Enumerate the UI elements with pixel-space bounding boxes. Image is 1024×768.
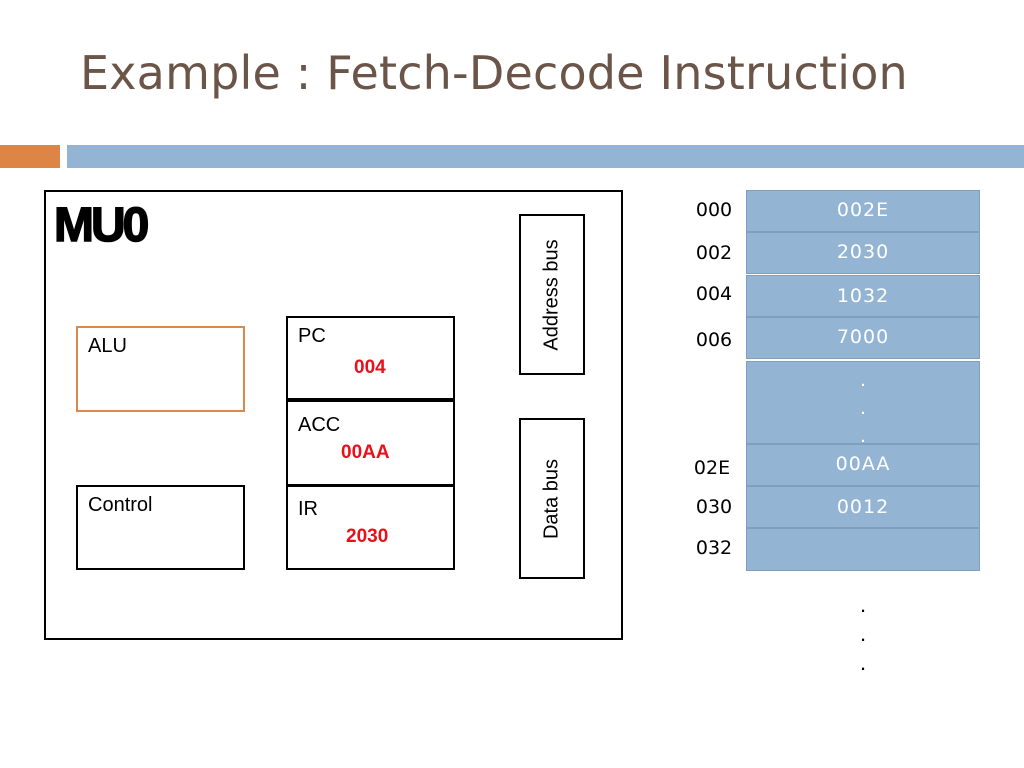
memory-address: 000 [695, 199, 733, 221]
alu-label: ALU [88, 335, 127, 357]
tail-dot: . [859, 592, 867, 617]
tail-dot: . [859, 621, 867, 646]
memory-address: 002 [695, 242, 733, 264]
gap-dot: . [860, 369, 866, 391]
pc-register: PC 004 [286, 316, 455, 400]
tail-dot: . [859, 650, 867, 675]
data-bus-label: Data bus [540, 458, 563, 539]
memory-cell [746, 528, 980, 571]
memory-cell: 7000 [746, 317, 980, 359]
acc-value: 00AA [341, 442, 390, 463]
memory-cell: 1032 [746, 275, 980, 317]
header-accent-blue [67, 145, 1024, 168]
memory-tail-dots: . . . [846, 590, 880, 677]
cpu-name: MU0 [53, 198, 150, 253]
memory-address: 004 [695, 283, 733, 305]
memory-address: 032 [695, 537, 733, 559]
acc-label: ACC [298, 414, 341, 436]
memory-address: 006 [695, 329, 733, 351]
ir-label: IR [298, 498, 318, 520]
memory-cell: 00AA [746, 444, 980, 486]
pc-label: PC [298, 325, 326, 347]
control-label: Control [88, 494, 153, 516]
address-bus: Address bus [519, 214, 585, 375]
acc-register: ACC 00AA [286, 400, 455, 486]
address-bus-label: Address bus [540, 238, 563, 351]
memory-address: 030 [695, 496, 733, 518]
ir-register: IR 2030 [286, 485, 455, 570]
memory-cell: 0012 [746, 486, 980, 528]
memory-gap: . . . [746, 361, 980, 447]
memory-cell: 2030 [746, 232, 980, 274]
cpu-frame [44, 190, 623, 640]
control-box: Control [76, 485, 245, 570]
header-accent-orange [0, 145, 60, 168]
page-title: Example : Fetch-Decode Instruction [80, 46, 908, 100]
pc-value: 004 [354, 357, 386, 378]
memory-address: 02E [693, 457, 731, 479]
gap-dot: . [860, 397, 866, 419]
gap-dot: . [860, 425, 866, 447]
data-bus: Data bus [519, 418, 585, 579]
memory-cell: 002E [746, 190, 980, 232]
ir-value: 2030 [346, 526, 389, 547]
alu-box: ALU [76, 326, 245, 412]
